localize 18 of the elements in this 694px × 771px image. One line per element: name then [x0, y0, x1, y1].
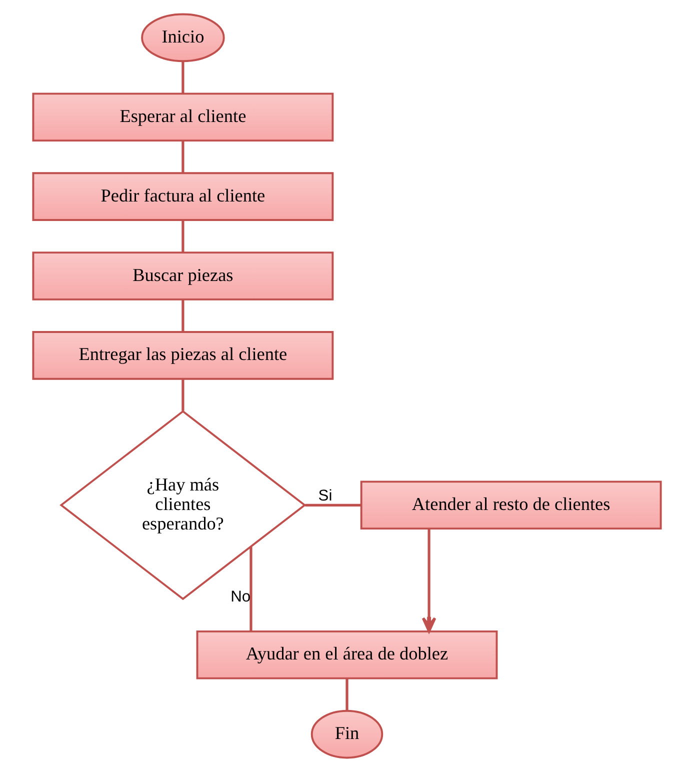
- node-box: Entregar las piezas al cliente: [32, 330, 334, 380]
- node-box: Ayudar en el área de doblez: [196, 630, 498, 679]
- connector: [182, 61, 184, 93]
- node-box: Buscar piezas: [32, 251, 334, 300]
- connector: [182, 378, 184, 410]
- connector: [346, 678, 348, 710]
- node-ellipse: Inicio: [141, 12, 225, 62]
- node-ellipse: Fin: [310, 709, 384, 758]
- arrow: [422, 528, 436, 632]
- node-box: Atender al resto de clientes: [360, 480, 662, 530]
- connector: [182, 140, 184, 172]
- node-box: Esperar al cliente: [32, 92, 334, 142]
- connector: [182, 299, 184, 332]
- connector: [182, 220, 184, 252]
- edge-label: Si: [318, 487, 332, 504]
- connector: [250, 546, 252, 631]
- connector: [305, 503, 361, 506]
- node-box: Pedir factura al cliente: [32, 172, 334, 220]
